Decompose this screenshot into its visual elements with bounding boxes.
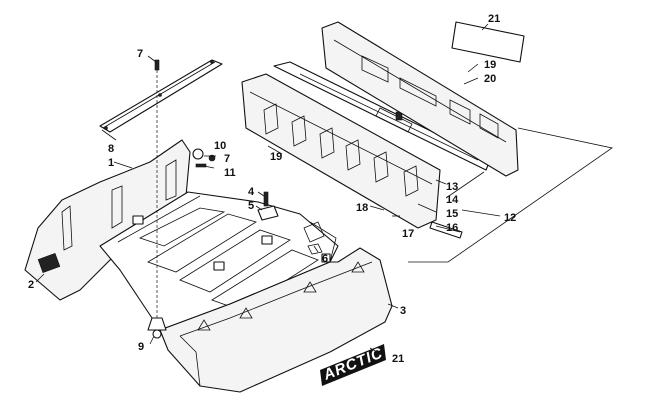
decal-strip [451, 21, 525, 63]
callout-10: 10 [214, 140, 226, 152]
callout-2: 2 [28, 279, 34, 291]
callouts: 7 8 1 2 3 4 5 6 10 7 11 9 12 13 14 15 16… [28, 13, 516, 365]
callout-16: 16 [446, 222, 458, 234]
screw-long [147, 59, 167, 339]
callout-19-left: 19 [270, 151, 282, 163]
callout-21-top: 21 [488, 13, 500, 25]
callout-17: 17 [402, 228, 414, 240]
tailgate-assembly-outline [408, 127, 613, 263]
callout-19-right: 19 [484, 59, 496, 71]
callout-8: 8 [108, 143, 114, 155]
callout-5: 5 [248, 200, 254, 212]
callout-14: 14 [446, 194, 459, 206]
tailgate-outer-panel [241, 73, 463, 239]
callout-12: 12 [504, 212, 516, 224]
callout-13: 13 [446, 181, 458, 193]
callout-18: 18 [356, 202, 368, 214]
cargo-box [24, 139, 393, 393]
side-rail [99, 59, 223, 133]
callout-7-top: 7 [137, 48, 143, 60]
callout-6: 6 [322, 253, 328, 265]
callout-15: 15 [446, 208, 458, 220]
callout-21-bottom: 21 [392, 353, 404, 365]
callout-9: 9 [138, 341, 144, 353]
leader-lines [35, 23, 501, 357]
callout-11: 11 [224, 167, 236, 179]
callout-20: 20 [484, 73, 496, 85]
hardware [192, 148, 325, 255]
callout-7-side: 7 [224, 153, 230, 165]
callout-1: 1 [108, 157, 114, 169]
callout-4: 4 [248, 186, 255, 198]
callout-3: 3 [400, 305, 406, 317]
tailgate-inner-panel [321, 21, 519, 177]
